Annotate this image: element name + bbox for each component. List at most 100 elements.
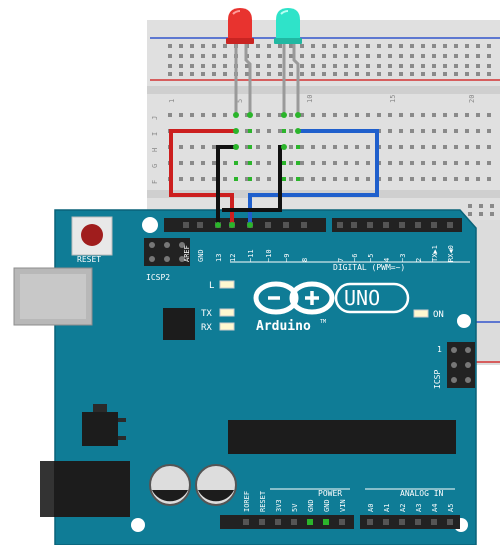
bb-hole [487,113,491,117]
bb-hole [278,64,282,68]
analog-pin-hole[interactable] [383,519,389,525]
analog-pin-hole[interactable] [447,519,453,525]
bb-hole [388,72,392,76]
power-pin-hole[interactable] [323,519,329,525]
power-pin-hole[interactable] [259,519,265,525]
bb-hole [443,44,447,48]
digital-pin-hole[interactable] [197,222,203,228]
bb-hole [223,54,227,58]
bb-hole [421,54,425,58]
bb-hole [223,177,227,181]
bb-hole [468,204,472,208]
bb-hole [366,44,370,48]
bb-hole [421,44,425,48]
digital-pin-hole[interactable] [383,222,389,228]
bb-hole [333,177,337,181]
power-pin-label: 3V3 [275,499,283,512]
lower-terminal-holes [468,204,494,216]
bb-hole [490,212,494,216]
bb-hole [289,72,293,76]
digital-pin-label: ~9 [283,254,291,262]
bb-hole [311,64,315,68]
bb-hole [454,145,458,149]
bb-hole [289,54,293,58]
bb-hole [454,113,458,117]
bb-hole [289,64,293,68]
red-led[interactable] [226,8,254,115]
analog-pin-hole[interactable] [367,519,373,525]
bb-hole [267,54,271,58]
power-pin-hole[interactable] [243,519,249,525]
analog-pin-hole[interactable] [415,519,421,525]
power-pin-hole[interactable] [307,519,313,525]
bb-hole [179,113,183,117]
bb-hole [487,54,491,58]
analog-pin-hole[interactable] [431,519,437,525]
bb-hole [454,64,458,68]
bb-hole [212,54,216,58]
digital-pin-label: 8 [301,258,309,262]
digital-pin-hole[interactable] [431,222,437,228]
reset-label: RESET [77,255,101,264]
blue-wire-right [248,129,379,225]
bb-hole [465,64,469,68]
bb-hole [476,161,480,165]
bb-hole [212,177,216,181]
digital-pin-hole[interactable] [399,222,405,228]
digital-pin-hole[interactable] [447,222,453,228]
header-pin [179,242,185,248]
power-pin-hole[interactable] [339,519,345,525]
analog-pin-hole[interactable] [399,519,405,525]
power-pin-hole[interactable] [275,519,281,525]
bb-hole [366,54,370,58]
bb-col-1: 1 [168,99,176,103]
red-wire [169,129,236,225]
digital-pin-hole[interactable] [265,222,271,228]
analog-pin-label: A1 [383,504,391,512]
bb-hole [278,72,282,76]
bb-hole [322,161,326,165]
on-label: ON [433,310,444,320]
bb-hole [355,54,359,58]
digital-pin-hole[interactable] [415,222,421,228]
bb-hole-active [282,177,286,181]
digital-pin-hole[interactable] [351,222,357,228]
bb-hole [267,72,271,76]
cyan-led[interactable] [274,8,302,115]
bb-hole [256,177,260,181]
bb-hole-active [234,177,238,181]
digital-pin-hole[interactable] [283,222,289,228]
bb-hole-active [296,145,300,149]
digital-pin-label: 13 [215,254,223,262]
digital-label: DIGITAL (PWM=~) [333,263,405,272]
digital-pin-hole[interactable] [301,222,307,228]
digital-pin-hole[interactable] [367,222,373,228]
bb-hole [300,161,304,165]
bb-hole [479,212,483,216]
bb-hole [476,72,480,76]
bb-hole [179,44,183,48]
bb-hole [201,54,205,58]
bb-hole [366,72,370,76]
digital-pin-label: ~3 [399,254,407,262]
digital-pin-label: ~11 [247,249,255,262]
bb-hole [443,64,447,68]
digital-pin-hole[interactable] [183,222,189,228]
bb-hole [355,64,359,68]
bb-hole [377,54,381,58]
reset-button[interactable] [71,216,113,256]
analog-pin-label: A4 [431,504,439,512]
bb-hole [377,44,381,48]
bb-hole [201,64,205,68]
bb-hole [490,204,494,208]
bb-hole-active [248,177,252,181]
digital-pin-hole[interactable] [337,222,343,228]
analog-label: ANALOG IN [400,489,444,498]
bb-hole [223,113,227,117]
bb-hole [322,145,326,149]
bb-hole [201,44,205,48]
power-pin-label: RESET [259,490,267,512]
power-pin-hole[interactable] [291,519,297,525]
power-header [220,515,354,529]
bb-hole [256,72,260,76]
